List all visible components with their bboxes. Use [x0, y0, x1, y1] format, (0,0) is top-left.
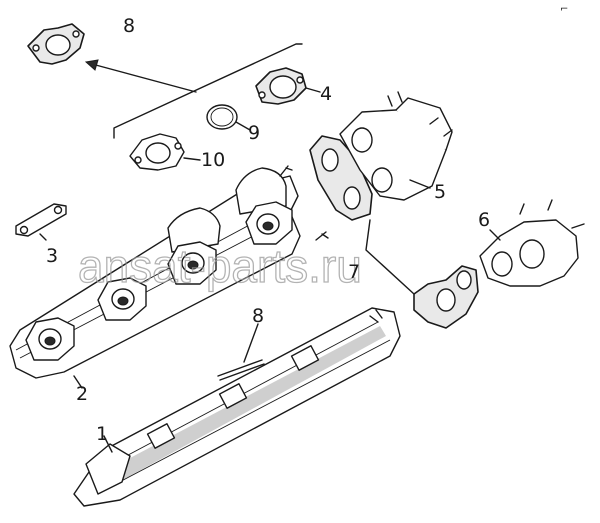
part-5-elbow — [309, 91, 453, 221]
part-8-rod — [217, 323, 265, 381]
callout-3: 3 — [46, 245, 58, 267]
callout-1: 1 — [96, 423, 108, 445]
callout-10: 10 — [201, 149, 225, 171]
arrow-to-part-8 — [84, 43, 303, 139]
callout-6: 6 — [478, 209, 490, 231]
callout-5: 5 — [434, 181, 446, 203]
part-2-manifold — [9, 165, 329, 389]
callout-7: 7 — [348, 261, 360, 283]
watermark: ansat-parts.ru — [78, 240, 362, 292]
part-8-gasket — [27, 23, 85, 65]
callout-8-bottom: 8 — [252, 305, 264, 327]
part-7-gasket — [365, 219, 479, 329]
part-9-ring — [206, 104, 251, 131]
part-1-pipe — [73, 307, 401, 507]
callout-2: 2 — [76, 383, 88, 405]
part-6-flange — [479, 199, 585, 287]
part-4-gasket — [255, 67, 321, 105]
corner-mark: ⌐ — [560, 4, 568, 15]
callout-8-top: 8 — [123, 15, 135, 37]
part-3-bracket — [15, 203, 67, 241]
callout-9: 9 — [248, 122, 260, 144]
callout-4: 4 — [320, 83, 332, 105]
part-10-gasket — [129, 133, 201, 171]
